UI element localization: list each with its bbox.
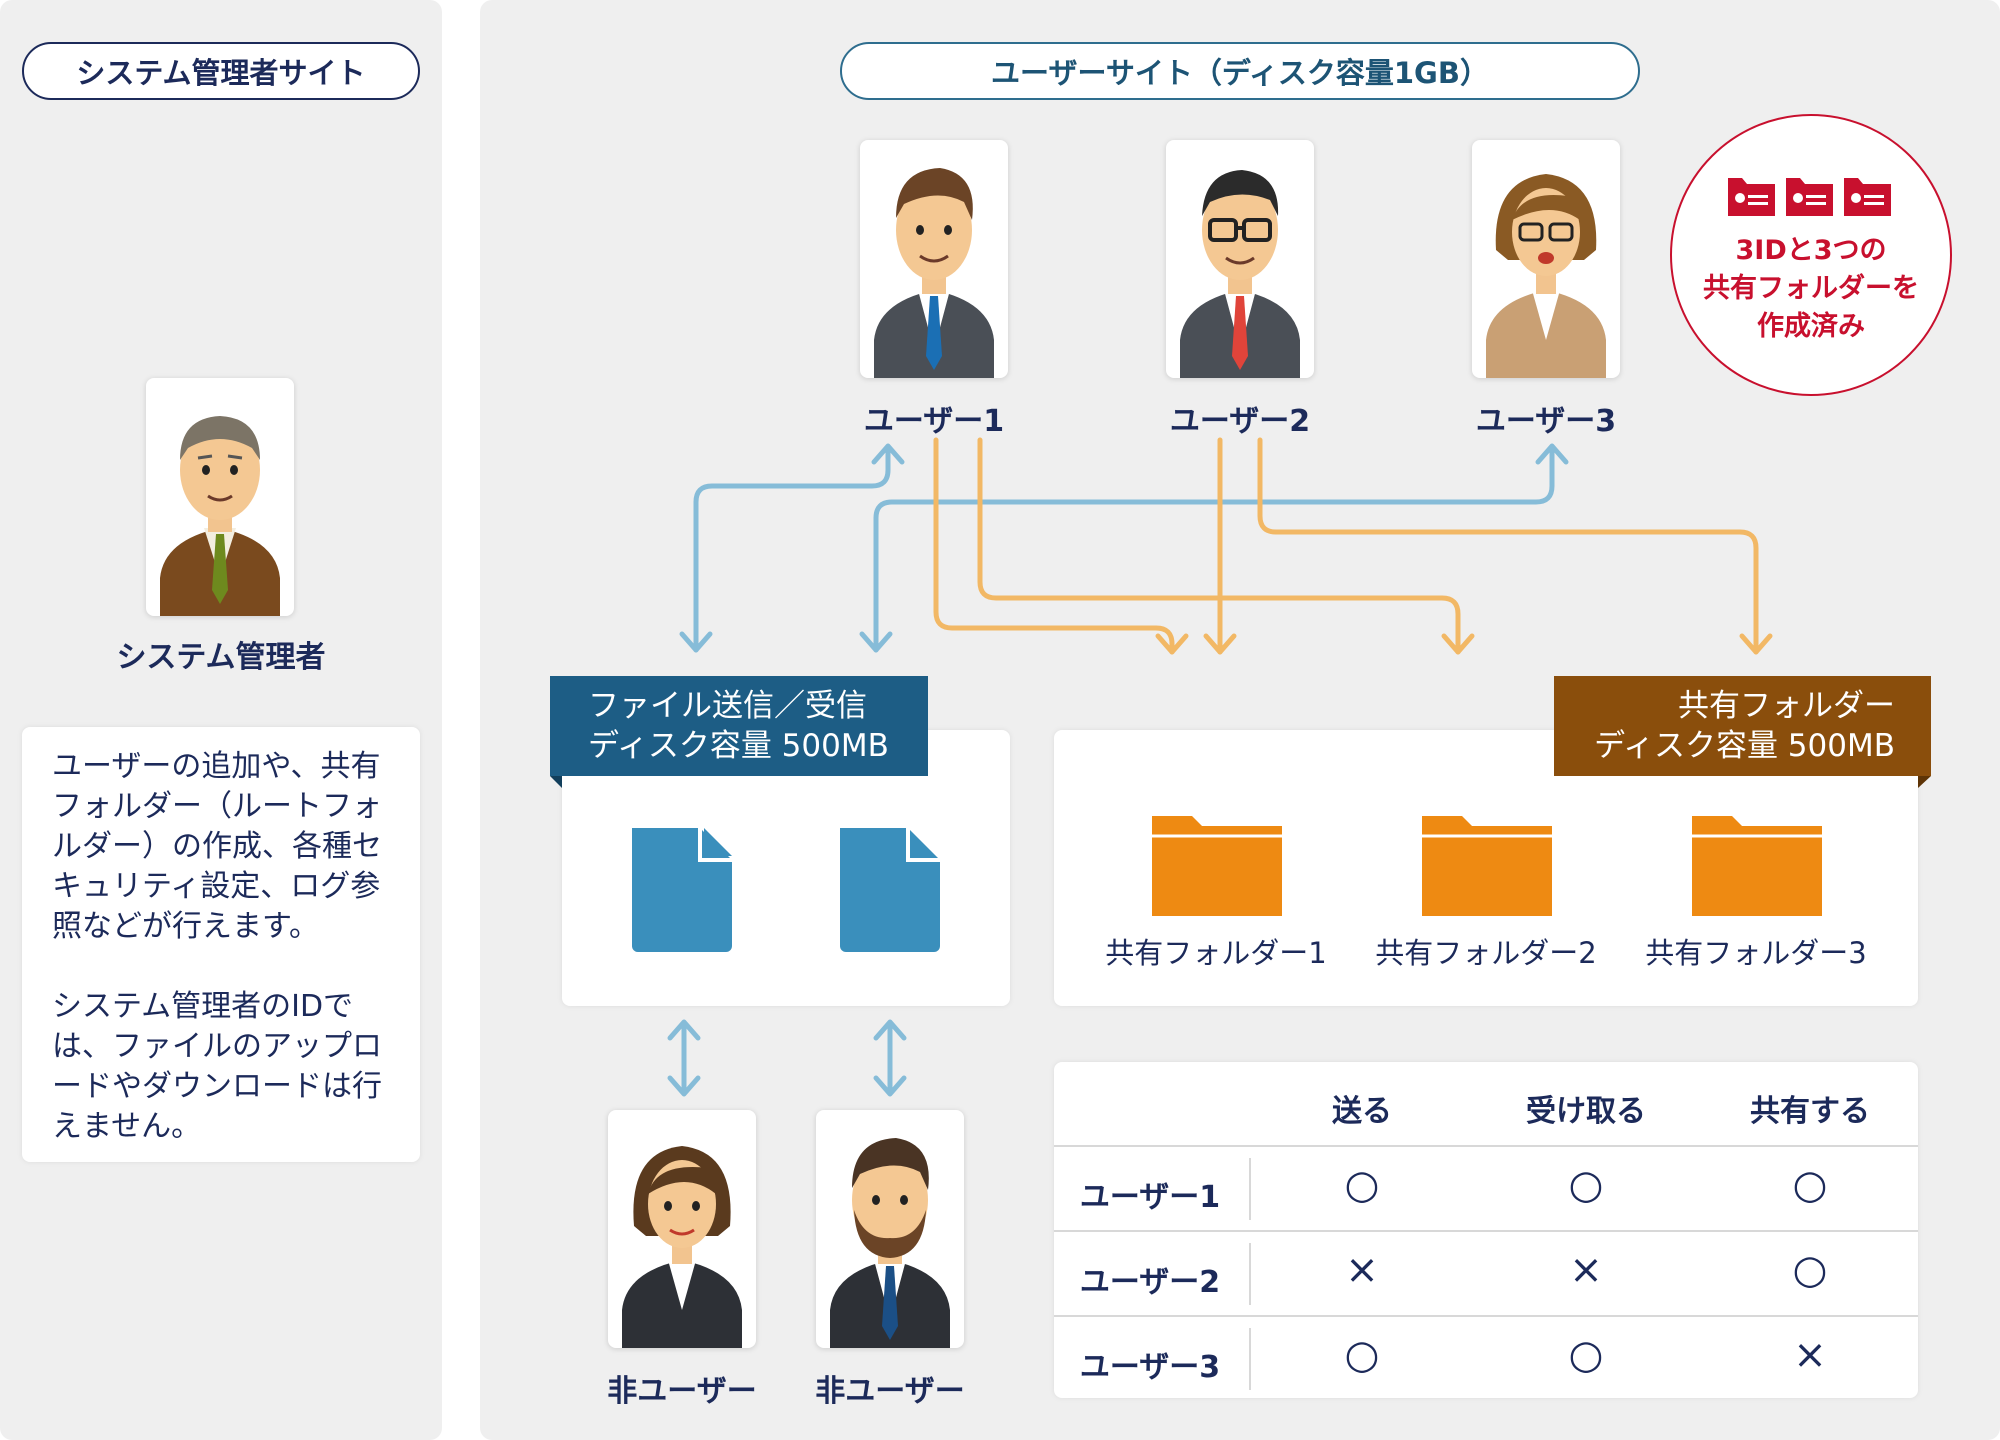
permission-cell: ○ [1344,1332,1380,1378]
permission-cell: ○ [1792,1162,1828,1208]
user1-avatar-icon [874,168,994,378]
column-header-receive: 受け取る [1526,1094,1646,1129]
header-line: ディスク容量 500MB [588,728,889,764]
permission-cell: × [1793,1332,1827,1378]
admin-portrait [146,378,294,616]
shared-folder-3-label: 共有フォルダー3 [1645,936,1867,970]
admin-description-1: ユーザーの追加や、共有 フォルダー（ルートフォ ルダー）の作成、各種セ キュリテ… [52,747,412,947]
non-user-avatar-icon [622,1146,742,1348]
permission-cell: ○ [1568,1162,1604,1208]
non-user-2-label: 非ユーザー [815,1374,965,1409]
desc-line: 照などが行えます。 [52,909,319,944]
user-site-title: ユーザーサイト（ディスク容量1GB） [840,42,1640,100]
desc-line: キュリティ設定、ログ参 [52,869,381,904]
header-line: 共有フォルダー [1678,688,1895,724]
permission-cell: ○ [1344,1162,1380,1208]
admin-description-card: ユーザーの追加や、共有 フォルダー（ルートフォ ルダー）の作成、各種セ キュリテ… [22,727,420,1162]
desc-line: ルダー）の作成、各種セ [52,829,382,864]
desc-line: は、ファイルのアップロ [52,1029,382,1064]
header-line: ファイル送信／受信 [588,688,867,724]
desc-line: ードやダウンロードは行 [52,1069,382,1104]
admin-description-2: システム管理者のIDで は、ファイルのアップロ ードやダウンロードは行 えません… [52,987,412,1147]
user1-label: ユーザー1 [863,404,1005,439]
badge-line: 作成済み [1757,311,1865,342]
column-header-share: 共有する [1750,1094,1870,1129]
badge-text: 3IDと3つの 共有フォルダーを 作成済み [1670,232,1952,346]
shared-folder-2-label: 共有フォルダー2 [1375,936,1597,970]
user1-portrait [860,140,1008,378]
admin-label: システム管理者 [116,640,326,675]
admin-panel [0,0,442,1440]
user2-portrait [1166,140,1314,378]
admin-avatar-icon [160,416,280,616]
user3-avatar-icon [1486,174,1606,378]
non-user-1-label: 非ユーザー [607,1374,757,1409]
permission-cell: × [1345,1247,1379,1293]
non-user-1-portrait [608,1110,756,1348]
badge-line: 共有フォルダーを [1703,273,1919,304]
ids-created-badge [1670,114,1952,396]
user3-portrait [1472,140,1620,378]
row-user-label: ユーザー3 [1079,1350,1221,1385]
non-user-2-portrait [816,1110,964,1348]
admin-site-title: システム管理者サイト [22,42,420,100]
non-user-avatar-icon [830,1138,950,1348]
shared-folder-header: 共有フォルダー ディスク容量 500MB [1554,676,1931,776]
row-user-label: ユーザー2 [1079,1265,1221,1300]
permission-cell: ○ [1568,1332,1604,1378]
desc-line: ユーザーの追加や、共有 [52,749,381,784]
user3-label: ユーザー3 [1475,404,1617,439]
user2-avatar-icon [1180,170,1300,378]
user2-label: ユーザー2 [1169,404,1311,439]
badge-line: 3IDと3つの [1735,235,1887,266]
permission-cell: × [1569,1247,1603,1293]
shared-folder-1-label: 共有フォルダー1 [1105,936,1327,970]
desc-line: システム管理者のIDで [52,989,354,1024]
header-line: ディスク容量 500MB [1594,728,1895,764]
desc-line: えません。 [52,1109,202,1144]
permission-cell: ○ [1792,1247,1828,1293]
row-user-label: ユーザー1 [1079,1180,1221,1215]
column-header-send: 送る [1332,1094,1392,1129]
desc-line: フォルダー（ルートフォ [52,789,382,824]
file-transfer-header: ファイル送信／受信 ディスク容量 500MB [550,676,928,776]
